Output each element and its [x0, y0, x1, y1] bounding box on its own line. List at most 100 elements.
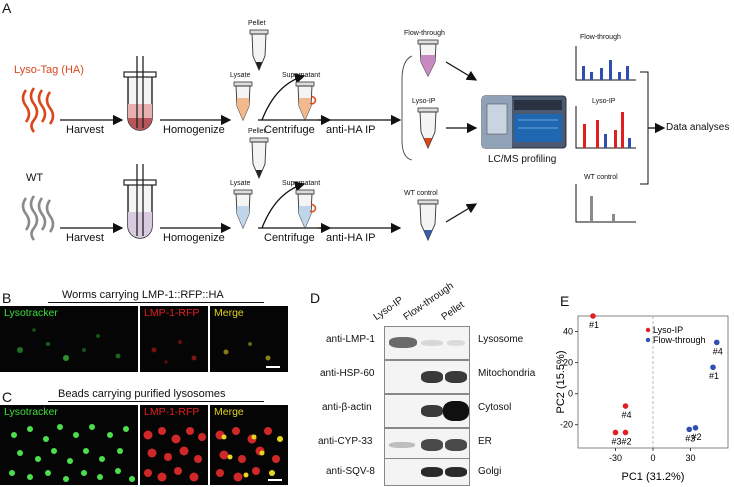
data-point	[713, 339, 720, 346]
channel-label: Lysotracker	[4, 307, 58, 319]
blot-sqv8	[384, 458, 470, 486]
data-point	[710, 364, 716, 371]
workflow-diagram	[21, 29, 666, 242]
point-label: #1	[589, 320, 599, 330]
panel-label-b: B	[2, 290, 12, 306]
point-label: #2	[692, 432, 702, 442]
red-puncta	[151, 340, 197, 364]
legend-marker-lyso-ip	[645, 327, 651, 333]
supernatant-label-top: Supernatant	[282, 72, 321, 79]
band	[421, 467, 443, 477]
harvest-label-top: Harvest	[66, 124, 104, 136]
column-header-lyso-ip: Lyso-IP	[371, 294, 406, 323]
lysate-tube-top	[233, 81, 253, 122]
data-analyses-label: Data analyses	[666, 122, 730, 133]
legend-marker-flow-through	[645, 337, 651, 343]
wt-label: WT	[26, 172, 44, 184]
point-label: #1	[709, 371, 719, 381]
harvest-label-bottom: Harvest	[66, 232, 104, 244]
band	[445, 371, 467, 383]
legend-flow-through: Flow-through	[653, 335, 706, 345]
flow-through-tube	[417, 39, 439, 78]
pellet-label-bottom: Pellet	[248, 128, 266, 135]
homogenizer-tube-bottom	[123, 164, 157, 239]
homogenize-label-bottom: Homogenize	[163, 232, 225, 244]
lyso-ip-chart-label: Lyso-IP	[592, 98, 616, 105]
legend: Lyso-IP Flow-through	[645, 325, 706, 345]
point-label: #3	[612, 436, 622, 446]
antibody-label-sqv8: anti-SQV-8	[326, 466, 375, 477]
flow-through-chart-label: Flow-through	[580, 34, 621, 41]
panel-c-title: Beads carrying purified lysosomes	[58, 388, 226, 400]
tagged-worms-icon	[21, 87, 55, 133]
band	[421, 340, 443, 346]
panel-c-rfp-image: LMP-1-RFP	[140, 405, 208, 485]
lyso-ip-tube-label: Lyso-IP	[412, 98, 436, 105]
homogenizer-tube-top	[123, 56, 157, 131]
red-beads	[143, 427, 206, 482]
supernatant-tube-bottom	[295, 189, 317, 230]
centrifuge-label-bottom: Centrifuge	[264, 232, 315, 244]
green-beads	[9, 424, 135, 482]
lyso-ip-tube	[417, 107, 439, 150]
y-tick-label: 20	[563, 358, 573, 368]
pellet-tube-bottom	[249, 137, 269, 180]
supernatant-label-bottom: Supernatant	[282, 180, 321, 187]
compartment-label-golgi: Golgi	[478, 466, 502, 477]
column-header-pellet: Pellet	[439, 299, 467, 323]
legend-lyso-ip: Lyso-IP	[653, 325, 683, 335]
point-label: #3	[685, 433, 695, 443]
point-label: #4	[713, 346, 723, 356]
band	[421, 439, 443, 451]
wt-control-chart-label: WT control	[584, 174, 618, 181]
channel-label: Merge	[214, 406, 244, 418]
band	[447, 340, 465, 346]
merge-beads	[215, 427, 283, 482]
lysate-label-bottom: Lysate	[230, 180, 251, 187]
merge-puncta	[223, 342, 280, 368]
x-tick-label: 30	[685, 453, 695, 463]
anti-ha-ip-label-top: anti-HA IP	[326, 124, 376, 136]
data-point	[622, 403, 629, 409]
panel-c-lysotracker-image: Lysotracker	[0, 405, 138, 485]
point-label: #4	[622, 410, 632, 420]
channel-label: LMP-1-RFP	[144, 307, 200, 319]
blot-hsp60	[384, 360, 470, 394]
band	[445, 439, 467, 451]
anti-ha-ip-label-bottom: anti-HA IP	[326, 232, 376, 244]
antibody-label-hsp60: anti-HSP-60	[320, 368, 375, 379]
data-point	[692, 425, 699, 431]
y-tick-label: -20	[560, 420, 573, 430]
panel-b-underline	[48, 302, 264, 303]
band	[445, 467, 467, 477]
wt-control-spectrum	[575, 184, 636, 223]
panel-b-title: Worms carrying LMP-1::RFP::HA	[62, 289, 224, 301]
panel-label-c: C	[2, 389, 13, 405]
data-point	[686, 426, 693, 433]
compartment-label-cytosol: Cytosol	[478, 402, 512, 413]
panel-b-merge-image: Merge	[210, 306, 288, 372]
antibody-label-cyp33: anti-CYP-33	[318, 436, 373, 447]
channel-label: Merge	[214, 307, 244, 319]
band	[443, 401, 469, 421]
y-axis-label: PC2 (15.5%)	[555, 351, 567, 414]
lysate-label-top: Lysate	[230, 72, 251, 79]
lcms-label: LC/MS profiling	[488, 154, 557, 165]
compartment-label-lysosome: Lysosome	[478, 334, 524, 345]
data-point	[590, 313, 596, 319]
homogenize-label-top: Homogenize	[163, 124, 225, 136]
supernatant-tube-top	[295, 81, 317, 122]
wt-control-tube-label: WT control	[404, 190, 438, 197]
lyso-ip-spectrum	[575, 106, 636, 149]
band	[389, 337, 417, 348]
panel-c-merge-image: Merge	[210, 405, 288, 485]
lysate-tube-bottom	[233, 189, 253, 230]
y-tick-label: 0	[568, 389, 573, 399]
panel-b-lysotracker-image: Lysotracker	[0, 306, 138, 372]
centrifuge-label-top: Centrifuge	[264, 124, 315, 136]
blot-actin	[384, 394, 470, 428]
band	[421, 371, 443, 383]
